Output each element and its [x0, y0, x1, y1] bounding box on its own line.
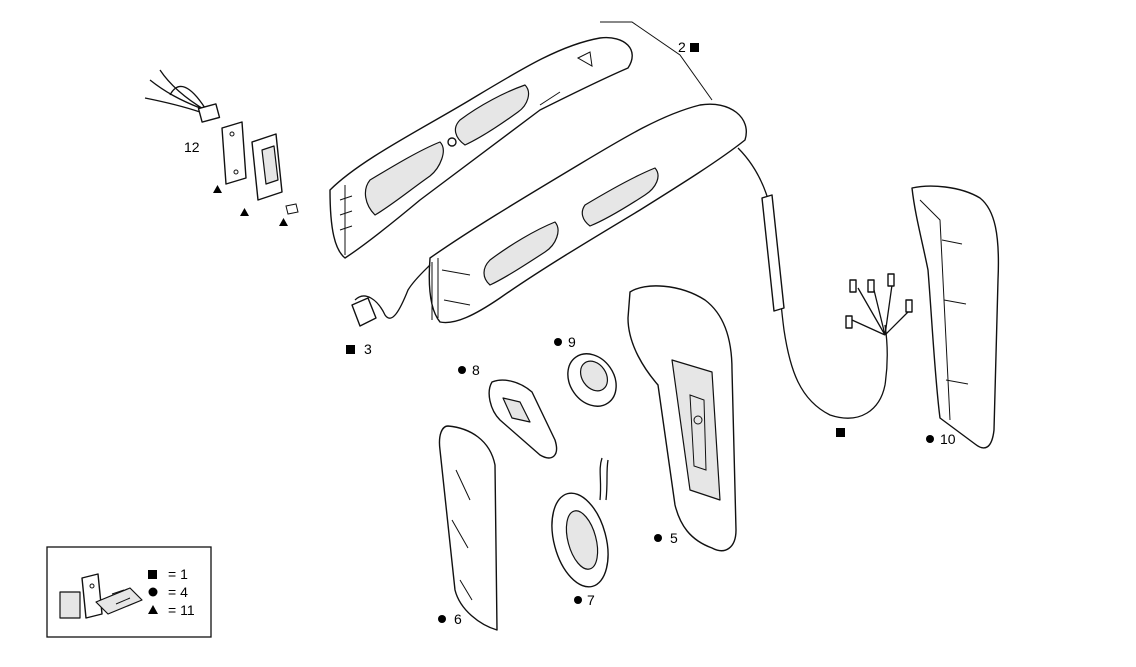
legend-circle-label: = 4	[168, 584, 188, 600]
callout-2-label: 2	[678, 39, 686, 55]
callout-6-label: 6	[454, 611, 462, 627]
leader-line-2	[600, 21, 713, 101]
circle-marker-icon	[438, 615, 446, 623]
circle-marker-icon	[458, 366, 466, 374]
mirror-motor-9	[567, 353, 617, 407]
square-marker-icon	[346, 345, 355, 354]
callout-3-label: 3	[364, 341, 372, 357]
callout-9-label: 9	[568, 334, 576, 350]
circle-marker-icon	[554, 338, 562, 346]
harness-cable	[737, 147, 913, 419]
callout-9: 9	[554, 334, 576, 350]
callout-12-label: 12	[184, 139, 200, 155]
circle-marker-icon	[926, 435, 934, 443]
mirror-glass-6	[438, 425, 498, 631]
callout-10-label: 10	[940, 431, 956, 447]
triangle-markers	[213, 185, 288, 226]
callout-5-label: 5	[670, 530, 678, 546]
callout-6: 6	[438, 611, 462, 627]
mirror-bracket-8	[488, 379, 558, 459]
mirror-housing-5	[627, 285, 737, 552]
square-marker-icon	[836, 428, 845, 437]
legend-circle-icon	[148, 587, 158, 597]
callout-12: 12	[184, 139, 200, 155]
callout-10: 10	[926, 431, 956, 447]
legend-square-label: = 1	[168, 566, 188, 582]
bracket-assembly-12	[144, 69, 299, 215]
legend-triangle-icon	[148, 605, 158, 614]
callout-wire-square	[836, 428, 845, 437]
callout-2: 2	[678, 39, 699, 55]
upper-mirror-arm	[329, 36, 633, 259]
legend-triangle-label: = 11	[168, 602, 195, 618]
mirror-cover-10	[911, 185, 1000, 449]
callout-8: 8	[458, 362, 480, 378]
callout-8-label: 8	[472, 362, 480, 378]
legend-box: = 1 = 4 = 11	[46, 546, 212, 638]
mirror-actuator-7	[551, 457, 609, 588]
callout-5: 5	[654, 530, 678, 546]
wire-clip-3	[351, 264, 431, 327]
triangle-marker-icon	[279, 218, 288, 226]
parts-kit-icon	[59, 573, 143, 619]
lower-mirror-arm	[428, 103, 747, 324]
callout-7-label: 7	[587, 592, 595, 608]
legend-square-icon	[148, 570, 157, 579]
callout-7: 7	[574, 592, 595, 608]
circle-marker-icon	[574, 596, 582, 604]
triangle-marker-icon	[213, 185, 222, 193]
triangle-marker-icon	[240, 208, 249, 216]
callout-3: 3	[346, 341, 372, 357]
circle-marker-icon	[654, 534, 662, 542]
square-marker-icon	[690, 43, 699, 52]
